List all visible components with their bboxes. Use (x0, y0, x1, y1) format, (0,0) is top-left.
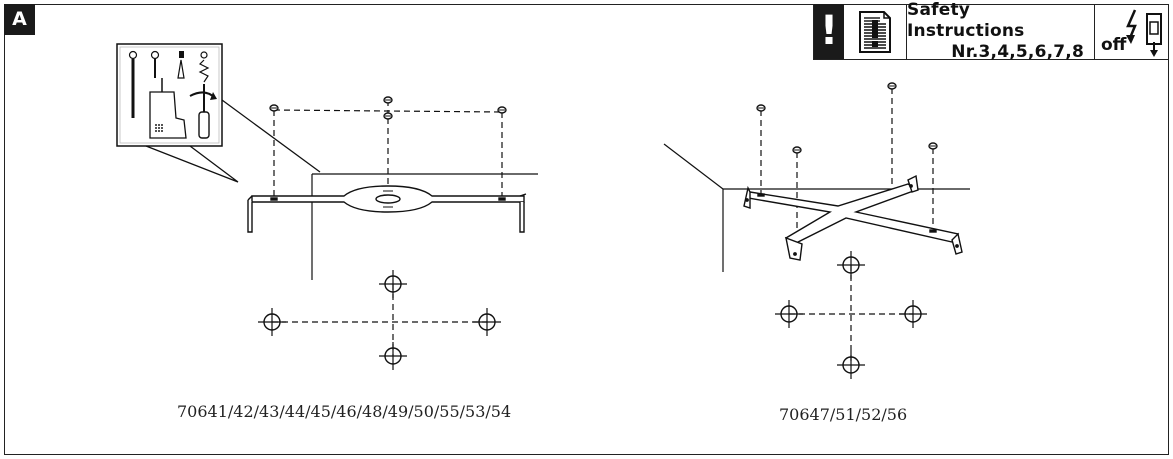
left-ceiling (311, 173, 538, 280)
section-badge: A (4, 4, 35, 35)
right-model-numbers: 70647/51/52/56 (779, 405, 908, 424)
tools-inset (116, 43, 321, 183)
left-model-numbers: 70641/42/43/44/45/46/48/49/50/55/53/54 (177, 402, 512, 421)
safety-instructions-box: ! Safety Instructions Nr.3,4,5,6,7,8 off (813, 0, 1169, 62)
document-icon (844, 4, 907, 59)
screw-icon (128, 50, 210, 118)
power-off-label: off (1101, 35, 1127, 55)
right-drill-pattern (774, 250, 928, 380)
right-cross-bracket (743, 174, 963, 261)
right-ceiling (663, 143, 970, 272)
safety-text: Safety Instructions Nr.3,4,5,6,7,8 (907, 0, 1095, 62)
screwdriver-icon (189, 84, 217, 139)
diagram-frame (4, 4, 1169, 455)
left-drill-pattern (257, 269, 502, 371)
safety-numbers: Nr.3,4,5,6,7,8 (951, 42, 1084, 62)
safety-title: Safety Instructions (907, 0, 1025, 41)
power-off-icon: off (1095, 4, 1169, 59)
drill-icon (149, 78, 187, 139)
warning-icon: ! (814, 4, 844, 59)
left-mounting-bracket (247, 185, 527, 233)
right-mounting-guides (760, 88, 934, 244)
